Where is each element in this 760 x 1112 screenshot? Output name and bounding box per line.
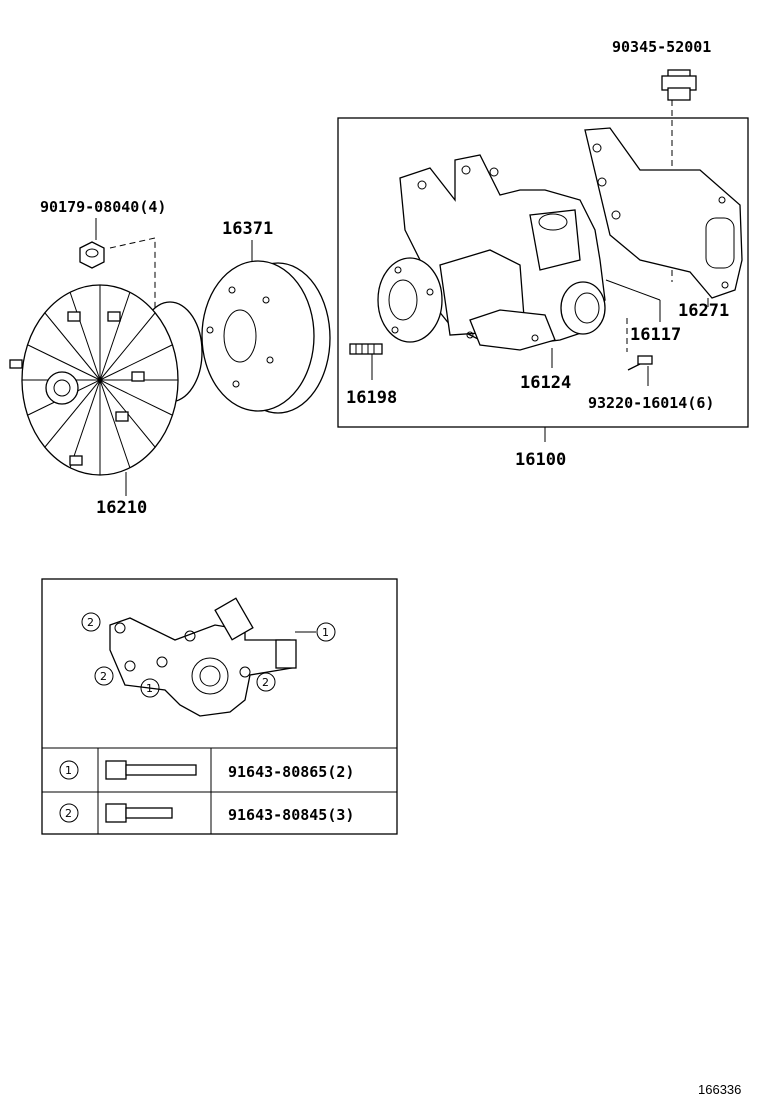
- callout-1-top: 1: [316, 622, 336, 642]
- label-pump-body[interactable]: 16117: [630, 325, 681, 345]
- label-screw[interactable]: 93220-16014(6): [588, 394, 714, 412]
- figure-id: 166336: [698, 1082, 741, 1097]
- label-fan-clutch[interactable]: 16210: [96, 498, 147, 518]
- row-2-part-number[interactable]: 91643-80845(3): [228, 806, 354, 824]
- fan-clutch-icon: [9, 284, 203, 476]
- callout-1-left: 1: [140, 678, 160, 698]
- svg-text:2: 2: [65, 807, 72, 820]
- row-1-part-number[interactable]: 91643-80865(2): [228, 763, 354, 781]
- label-gasket[interactable]: 16271: [678, 301, 729, 321]
- gasket-icon: [584, 127, 743, 299]
- nut-icon: [79, 241, 105, 269]
- assembly-frame: [337, 117, 749, 428]
- pump-outline-icon: [109, 597, 297, 717]
- label-nut[interactable]: 90179-08040(4): [40, 198, 166, 216]
- plug-icon: [661, 69, 697, 101]
- detail-frame: [41, 578, 398, 835]
- label-plug[interactable]: 90345-52001: [612, 38, 711, 56]
- callout-2-right: 2: [256, 672, 276, 692]
- svg-text:1: 1: [146, 682, 153, 695]
- svg-text:1: 1: [322, 626, 329, 639]
- row-2-mark: 2: [59, 803, 79, 823]
- screw-icon: [627, 355, 653, 371]
- row-1-mark: 1: [59, 760, 79, 780]
- svg-text:2: 2: [87, 616, 94, 629]
- pulley-icon: [201, 260, 331, 414]
- svg-text:2: 2: [262, 676, 269, 689]
- stud-icon: [349, 343, 383, 355]
- svg-text:2: 2: [100, 670, 107, 683]
- water-pump-icon: [377, 154, 606, 351]
- label-stud[interactable]: 16198: [346, 388, 397, 408]
- label-pump-part[interactable]: 16124: [520, 373, 571, 393]
- label-pulley[interactable]: 16371: [222, 219, 273, 239]
- label-assembly[interactable]: 16100: [515, 450, 566, 470]
- callout-2-left: 2: [94, 666, 114, 686]
- svg-text:1: 1: [65, 764, 72, 777]
- long-bolt-icon: [105, 760, 197, 780]
- short-bolt-icon: [105, 803, 173, 823]
- callout-2-top: 2: [81, 612, 101, 632]
